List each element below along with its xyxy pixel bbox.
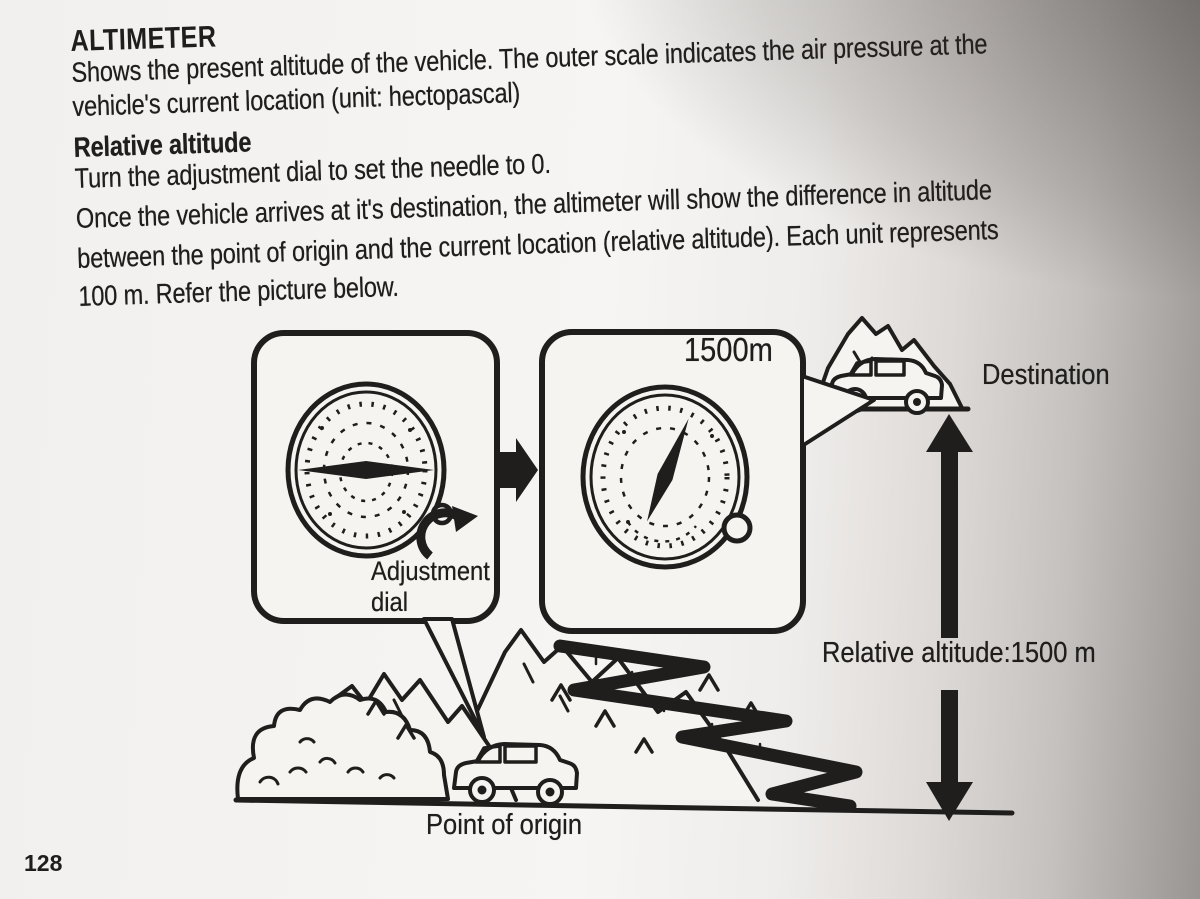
altimeter-reading-label: 1500m xyxy=(684,331,773,368)
gauge-knob xyxy=(721,512,753,544)
right-arrow-icon xyxy=(500,438,538,502)
body-text: ALTIMETER Shows the present altitude of … xyxy=(70,0,1200,314)
relative-altitude-arrow xyxy=(926,414,973,821)
adjustment-dial-label-line2: dial xyxy=(371,587,408,617)
ground-line xyxy=(233,797,1015,816)
adjustment-dial-label-line1: Adjustment xyxy=(371,556,490,586)
adjustment-dial-label: Adjustment dial xyxy=(371,556,490,618)
destination-label: Destination xyxy=(982,359,1110,391)
point-of-origin-label: Point of origin xyxy=(426,809,583,841)
relative-altitude-label: Relative altitude:1500 m xyxy=(822,637,1096,669)
page-number: 128 xyxy=(24,850,63,876)
